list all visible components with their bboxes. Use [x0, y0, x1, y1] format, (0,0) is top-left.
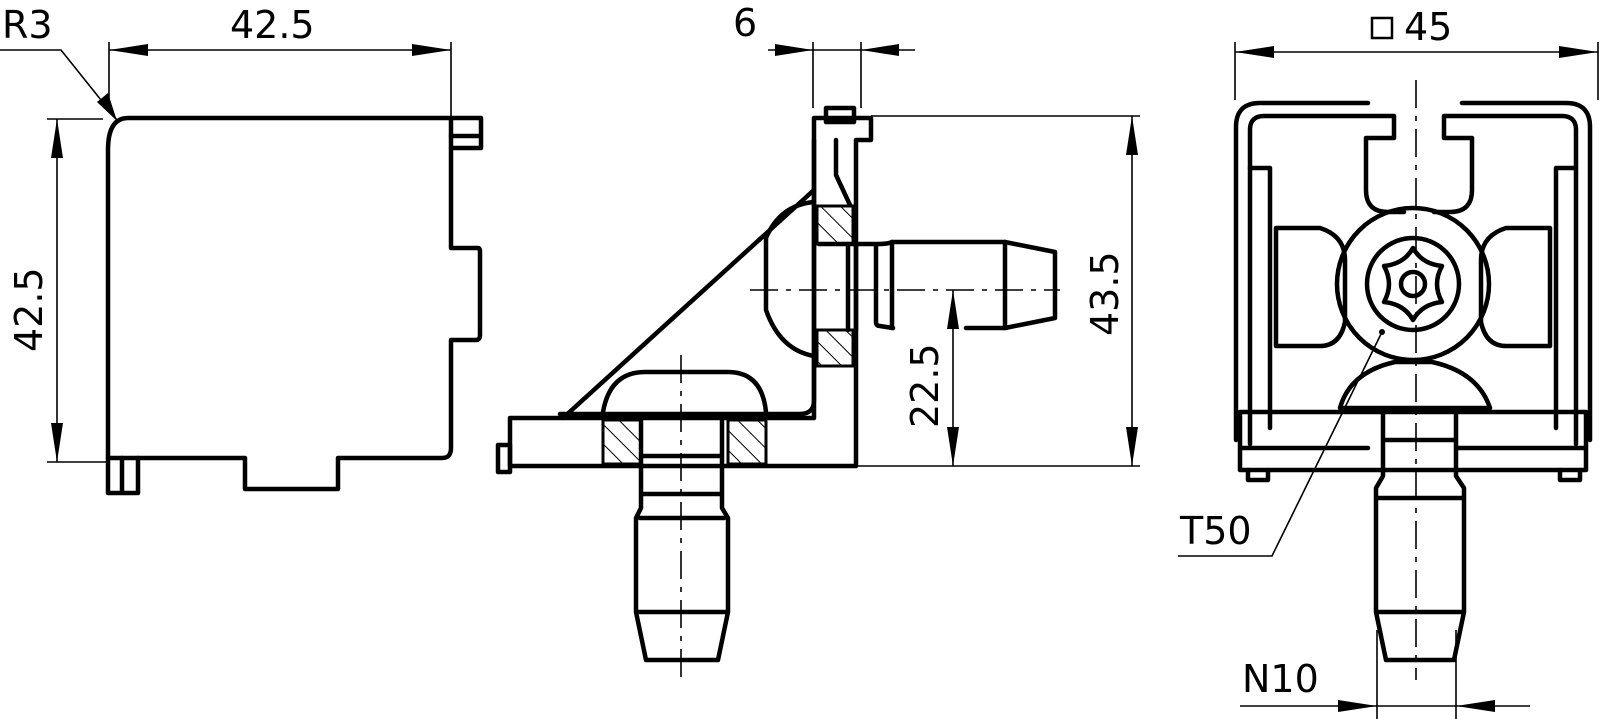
side-bolt-head: [600, 369, 769, 415]
square-symbol-icon: [1370, 16, 1394, 40]
end-outer-right: [1459, 100, 1593, 443]
r3-arrow: [97, 93, 117, 121]
dim-pin-height: 22.5: [903, 343, 947, 428]
dim-front-width: 42.5: [230, 3, 315, 47]
side-inner-line: [557, 137, 817, 417]
side-pin-bands: [889, 239, 1008, 331]
front-view: R3 42.5 42.5: [0, 3, 484, 496]
end-bolt-head: [1364, 235, 1462, 333]
arrow-right-icon: [412, 44, 451, 56]
end-inner-right: [1431, 113, 1579, 447]
r3-leader: [0, 49, 118, 121]
hatch-lower: [815, 328, 855, 368]
arrow-left-icon: [1235, 46, 1274, 58]
front-top-tab: [448, 115, 484, 151]
arrow-left-icon: [861, 44, 899, 56]
arrow-down-icon: [1126, 427, 1138, 466]
side-chamfer: [833, 137, 853, 208]
side-dome-head: [763, 199, 817, 359]
end-slot-left: [1247, 165, 1273, 431]
hatch-left: [601, 418, 643, 466]
end-outer-left: [1233, 100, 1371, 443]
dim-front-height: 42.5: [7, 267, 51, 352]
end-pocket-left: [1273, 225, 1348, 349]
side-section-view: 6 43.5 22.5: [495, 1, 1140, 685]
arrow-up-icon: [51, 119, 63, 158]
arrow-left-icon: [1456, 700, 1495, 712]
end-washer: [1334, 205, 1492, 363]
hatch-right: [726, 418, 768, 466]
arrow-right-icon: [775, 44, 813, 56]
arrow-up-icon: [947, 290, 959, 329]
end-inner-left: [1247, 113, 1407, 447]
arrow-right-icon: [1559, 46, 1598, 58]
torx-t50-icon: [1381, 245, 1445, 323]
arrow-left-icon: [109, 44, 148, 56]
dim-profile-lines: [1234, 42, 1599, 100]
dim-side-height-lines: [856, 115, 1140, 467]
t50-leader: [1178, 331, 1383, 557]
dim-profile-size: 45: [1404, 5, 1452, 49]
arrow-up-icon: [1126, 116, 1138, 155]
dim-side-height: 43.5: [1083, 251, 1127, 336]
arrow-down-icon: [947, 427, 959, 466]
dim-slot: N10: [1242, 657, 1319, 701]
dim-drive: T50: [1179, 509, 1252, 553]
front-outline: [105, 115, 483, 492]
side-top-tab: [823, 105, 857, 125]
end-shank: [1373, 409, 1467, 663]
dim-front-height-lines: [47, 118, 108, 463]
end-pocket-right: [1478, 225, 1553, 349]
end-view: 45 T50 N10: [1178, 5, 1599, 719]
arrow-right-icon: [1338, 700, 1377, 712]
end-lower-bolt-head: [1337, 359, 1493, 411]
end-slot-right: [1553, 165, 1579, 431]
dim-flange-thickness: 6: [733, 1, 757, 45]
dim-front-width-lines: [108, 42, 452, 118]
dim-radius: R3: [2, 3, 53, 47]
arrow-down-icon: [51, 423, 63, 462]
torx-center: [1398, 269, 1428, 299]
side-vertical-bolt: [633, 417, 731, 663]
end-base-plate: [1237, 409, 1589, 473]
side-horizontal-pin: [816, 239, 1058, 331]
hatch-upper: [815, 204, 855, 246]
side-left-tab: [495, 442, 513, 475]
side-pin-collar: [845, 241, 859, 333]
end-base-feet: [1245, 467, 1583, 483]
front-bottom-tab: [105, 455, 141, 496]
leader-dot-icon: [1379, 329, 1385, 335]
